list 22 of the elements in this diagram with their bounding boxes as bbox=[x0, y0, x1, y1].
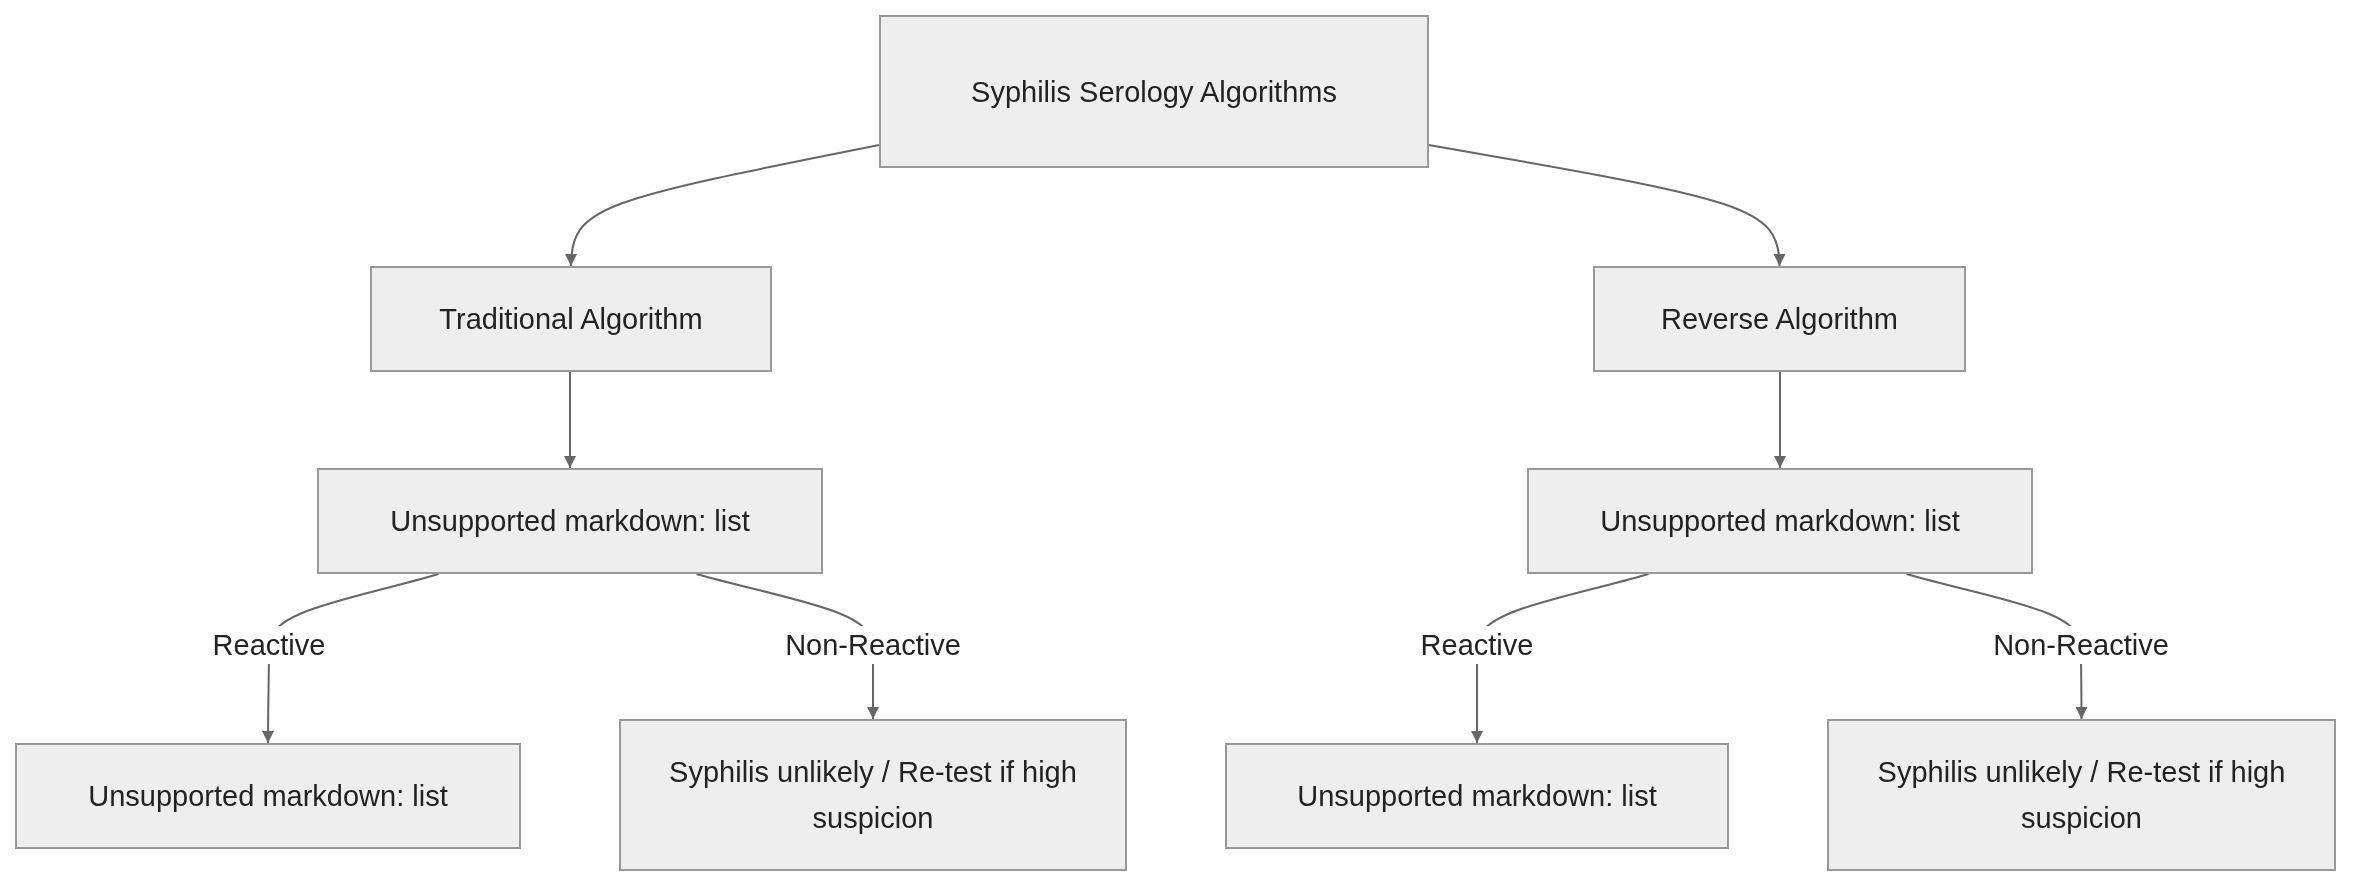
arrow bbox=[564, 371, 576, 469]
node-text: Unsupported markdown: list bbox=[390, 504, 750, 539]
arrow bbox=[565, 144, 880, 267]
process-box bbox=[1827, 719, 2336, 871]
process-box bbox=[1593, 266, 1966, 372]
process-box bbox=[15, 743, 521, 849]
process-box bbox=[619, 719, 1127, 871]
node-text: Syphilis unlikely / Re-test if high suspicion bbox=[668, 755, 1078, 836]
process-box bbox=[879, 15, 1429, 168]
node-text: Unsupported markdown: list bbox=[1600, 504, 1960, 539]
node-text: Traditional Algorithm bbox=[439, 302, 703, 337]
process-box bbox=[1225, 743, 1729, 849]
process-box bbox=[1527, 468, 2033, 574]
arrow bbox=[1774, 371, 1786, 469]
node-text: Unsupported markdown: list bbox=[88, 779, 448, 814]
node-text: Reverse Algorithm bbox=[1661, 302, 1898, 337]
arrow bbox=[1428, 144, 1785, 267]
node-text: Syphilis unlikely / Re-test if high suspicion bbox=[1876, 755, 2287, 836]
node-text: Syphilis Serology Algorithms bbox=[971, 74, 1337, 110]
process-box bbox=[317, 468, 823, 574]
process-box bbox=[370, 266, 772, 372]
node-text: Unsupported markdown: list bbox=[1297, 779, 1657, 814]
